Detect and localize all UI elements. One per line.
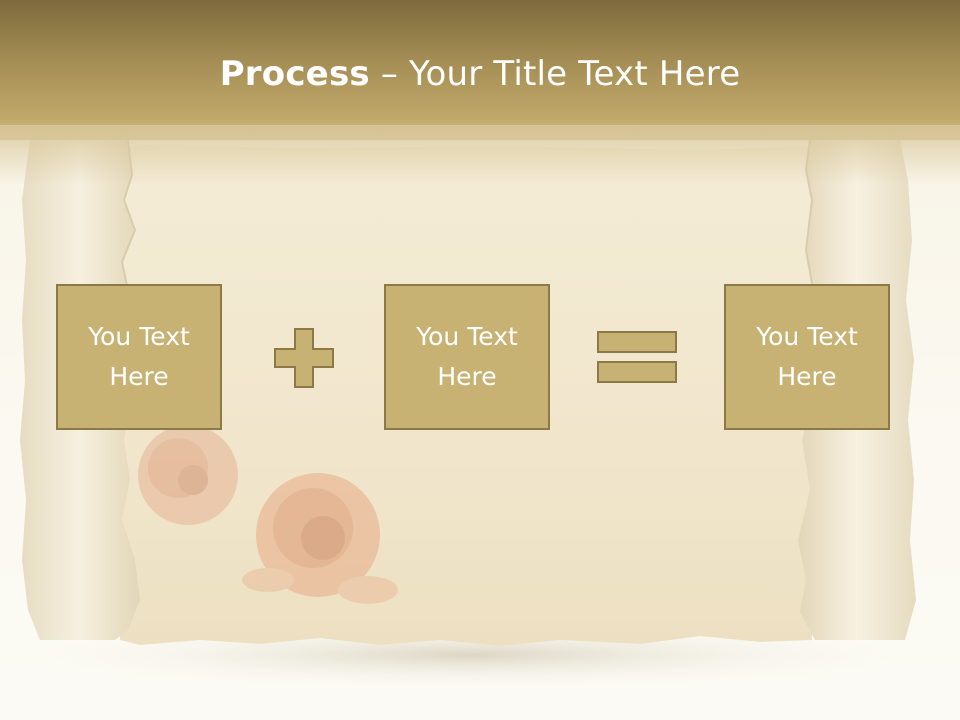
title-bar-fade — [0, 125, 960, 185]
process-box-3: You Text Here — [724, 284, 890, 430]
title-bar — [0, 0, 960, 140]
process-box-3-text: You Text Here — [756, 322, 858, 391]
process-box-2: You Text Here — [384, 284, 550, 430]
process-box-1-text: You Text Here — [88, 322, 190, 391]
process-box-1: You Text Here — [56, 284, 222, 430]
title-bold: Process — [219, 54, 370, 94]
process-box-2-text: You Text Here — [416, 322, 518, 391]
title-rest: – Your Title Text Here — [369, 54, 741, 94]
roses-decoration — [138, 425, 398, 604]
equals-icon — [597, 331, 677, 383]
plus-icon — [274, 328, 334, 388]
slide-title: Process – Your Title Text Here — [0, 50, 960, 98]
